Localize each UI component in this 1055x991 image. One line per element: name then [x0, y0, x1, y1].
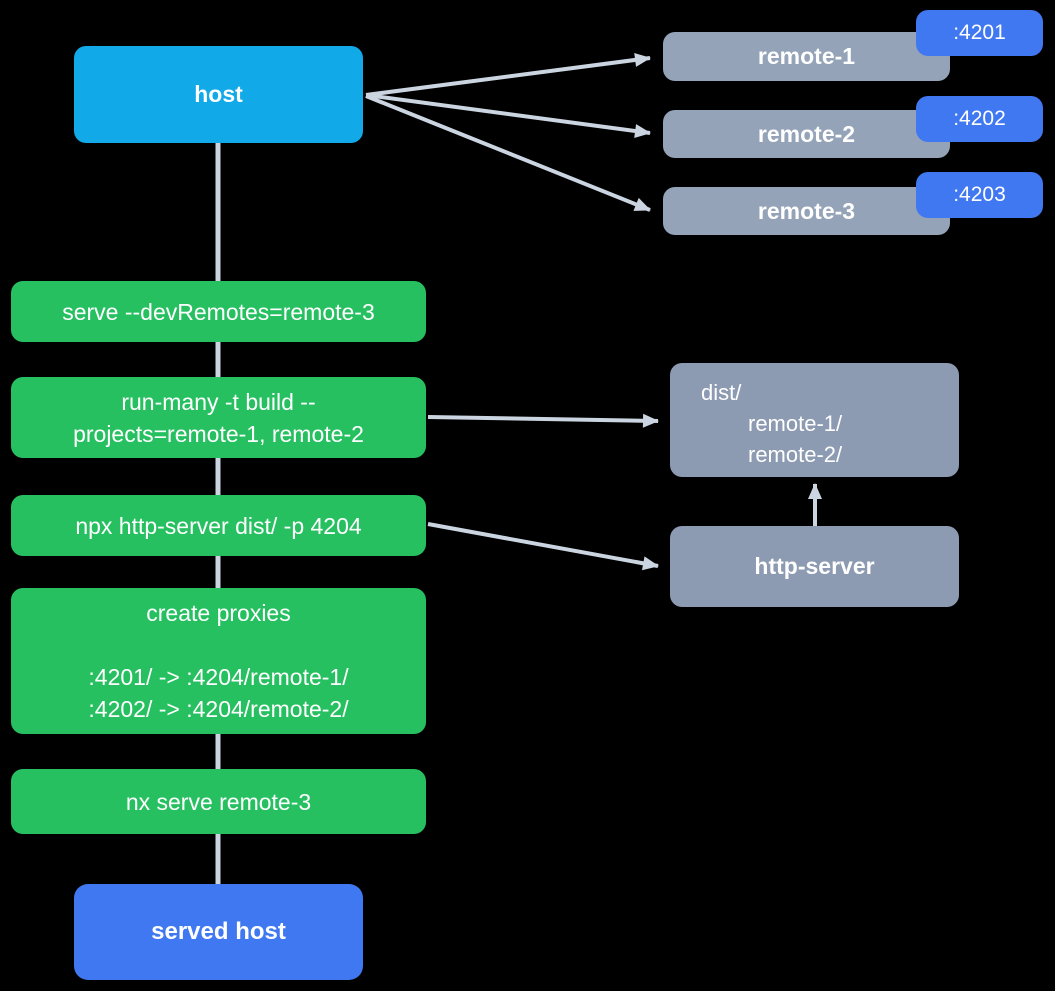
- dist-folder-root: dist/: [701, 380, 742, 405]
- step-create-proxies-text: create proxies :4201/ -> :4204/remote-1/…: [88, 600, 349, 722]
- dist-folder-remote-2: remote-2/: [748, 442, 843, 467]
- node-remote-3-label: remote-3: [757, 197, 856, 224]
- node-http-server: http-server: [670, 526, 959, 607]
- dist-folder-remote-1: remote-1/: [748, 411, 843, 436]
- node-remote-1: remote-1: [663, 32, 950, 81]
- edge-run-many-to-dist: [427, 413, 659, 428]
- port-badge-4202: :4202: [916, 96, 1043, 142]
- port-badge-4201-label: :4201: [953, 21, 1006, 44]
- step-create-proxies: create proxies :4201/ -> :4204/remote-1/…: [11, 588, 426, 734]
- port-badge-4202-label: :4202: [953, 107, 1006, 130]
- step-nx-serve-remote-3-text: nx serve remote-3: [125, 788, 312, 815]
- step-serve-dev-remotes-text: serve --devRemotes=remote-3: [62, 298, 375, 325]
- step-run-many-build: run-many -t build -- projects=remote-1, …: [11, 377, 426, 458]
- edge-host-to-remote-3: [365, 94, 651, 212]
- node-remote-2-label: remote-2: [757, 120, 856, 147]
- node-remote-1-label: remote-1: [757, 43, 856, 69]
- step-serve-dev-remotes: serve --devRemotes=remote-3: [11, 281, 426, 342]
- node-host: host: [74, 46, 363, 143]
- node-remote-3: remote-3: [663, 187, 950, 235]
- edge-npx-to-http-server: [427, 522, 659, 571]
- step-nx-serve-remote-3: nx serve remote-3: [11, 769, 426, 834]
- node-served-host-label: served host: [151, 918, 286, 945]
- node-http-server-label: http-server: [754, 553, 875, 579]
- port-badge-4201: :4201: [916, 10, 1043, 56]
- step-run-many-build-text: run-many -t build -- projects=remote-1, …: [73, 388, 364, 447]
- edge-host-to-remote-1: [365, 52, 651, 97]
- node-dist-folder: dist/ remote-1/ remote-2/: [670, 363, 959, 477]
- port-badge-4203: :4203: [916, 172, 1043, 218]
- node-host-label: host: [194, 81, 243, 107]
- node-remote-2: remote-2: [663, 110, 950, 158]
- step-npx-http-server: npx http-server dist/ -p 4204: [11, 495, 426, 556]
- step-npx-http-server-text: npx http-server dist/ -p 4204: [75, 512, 362, 539]
- edge-host-to-remote-2: [365, 93, 651, 138]
- port-badge-4203-label: :4203: [953, 183, 1006, 206]
- node-served-host: served host: [74, 884, 363, 980]
